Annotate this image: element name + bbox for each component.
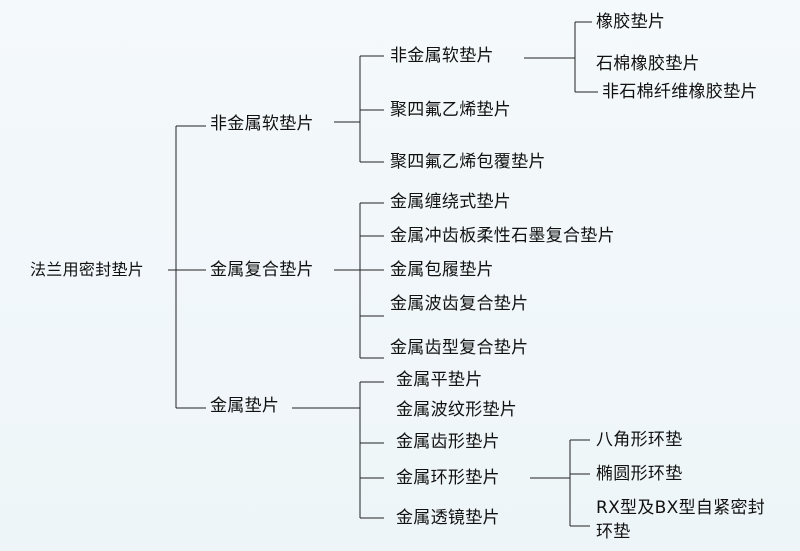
- leaf-node: 金属包履垫片: [390, 260, 494, 280]
- group-node: 金属复合垫片: [210, 260, 314, 280]
- leaf-node: 非金属软垫片: [390, 46, 494, 66]
- leaf-node: 金属环形垫片: [396, 468, 500, 488]
- root-node: 法兰用密封垫片: [30, 260, 145, 279]
- leaf-node: 椭圆形环垫: [596, 464, 683, 484]
- leaf-node: 金属波齿复合垫片: [390, 294, 529, 314]
- leaf-node: 金属齿形垫片: [396, 432, 500, 452]
- leaf-node: 橡胶垫片: [596, 12, 666, 32]
- group-node: 金属垫片: [210, 396, 280, 416]
- leaf-node: 金属透镜垫片: [396, 508, 500, 528]
- leaf-node: 八角形环垫: [596, 430, 683, 450]
- leaf-node: 金属平垫片: [396, 370, 483, 390]
- leaf-node: 聚四氟乙烯垫片: [390, 100, 512, 120]
- leaf-node: 聚四氟乙烯包覆垫片: [390, 152, 546, 172]
- leaf-node: RX型及BX型自紧密封环垫: [596, 498, 766, 542]
- leaf-node: 金属缠绕式垫片: [390, 192, 512, 212]
- leaf-node: 金属冲齿板柔性石墨复合垫片: [390, 226, 615, 246]
- leaf-node: 石棉橡胶垫片: [596, 54, 700, 74]
- leaf-node: 非石棉纤维橡胶垫片: [602, 82, 758, 102]
- leaf-node: 金属波纹形垫片: [396, 400, 518, 420]
- leaf-node: 金属齿型复合垫片: [390, 338, 529, 358]
- group-node: 非金属软垫片: [210, 114, 314, 134]
